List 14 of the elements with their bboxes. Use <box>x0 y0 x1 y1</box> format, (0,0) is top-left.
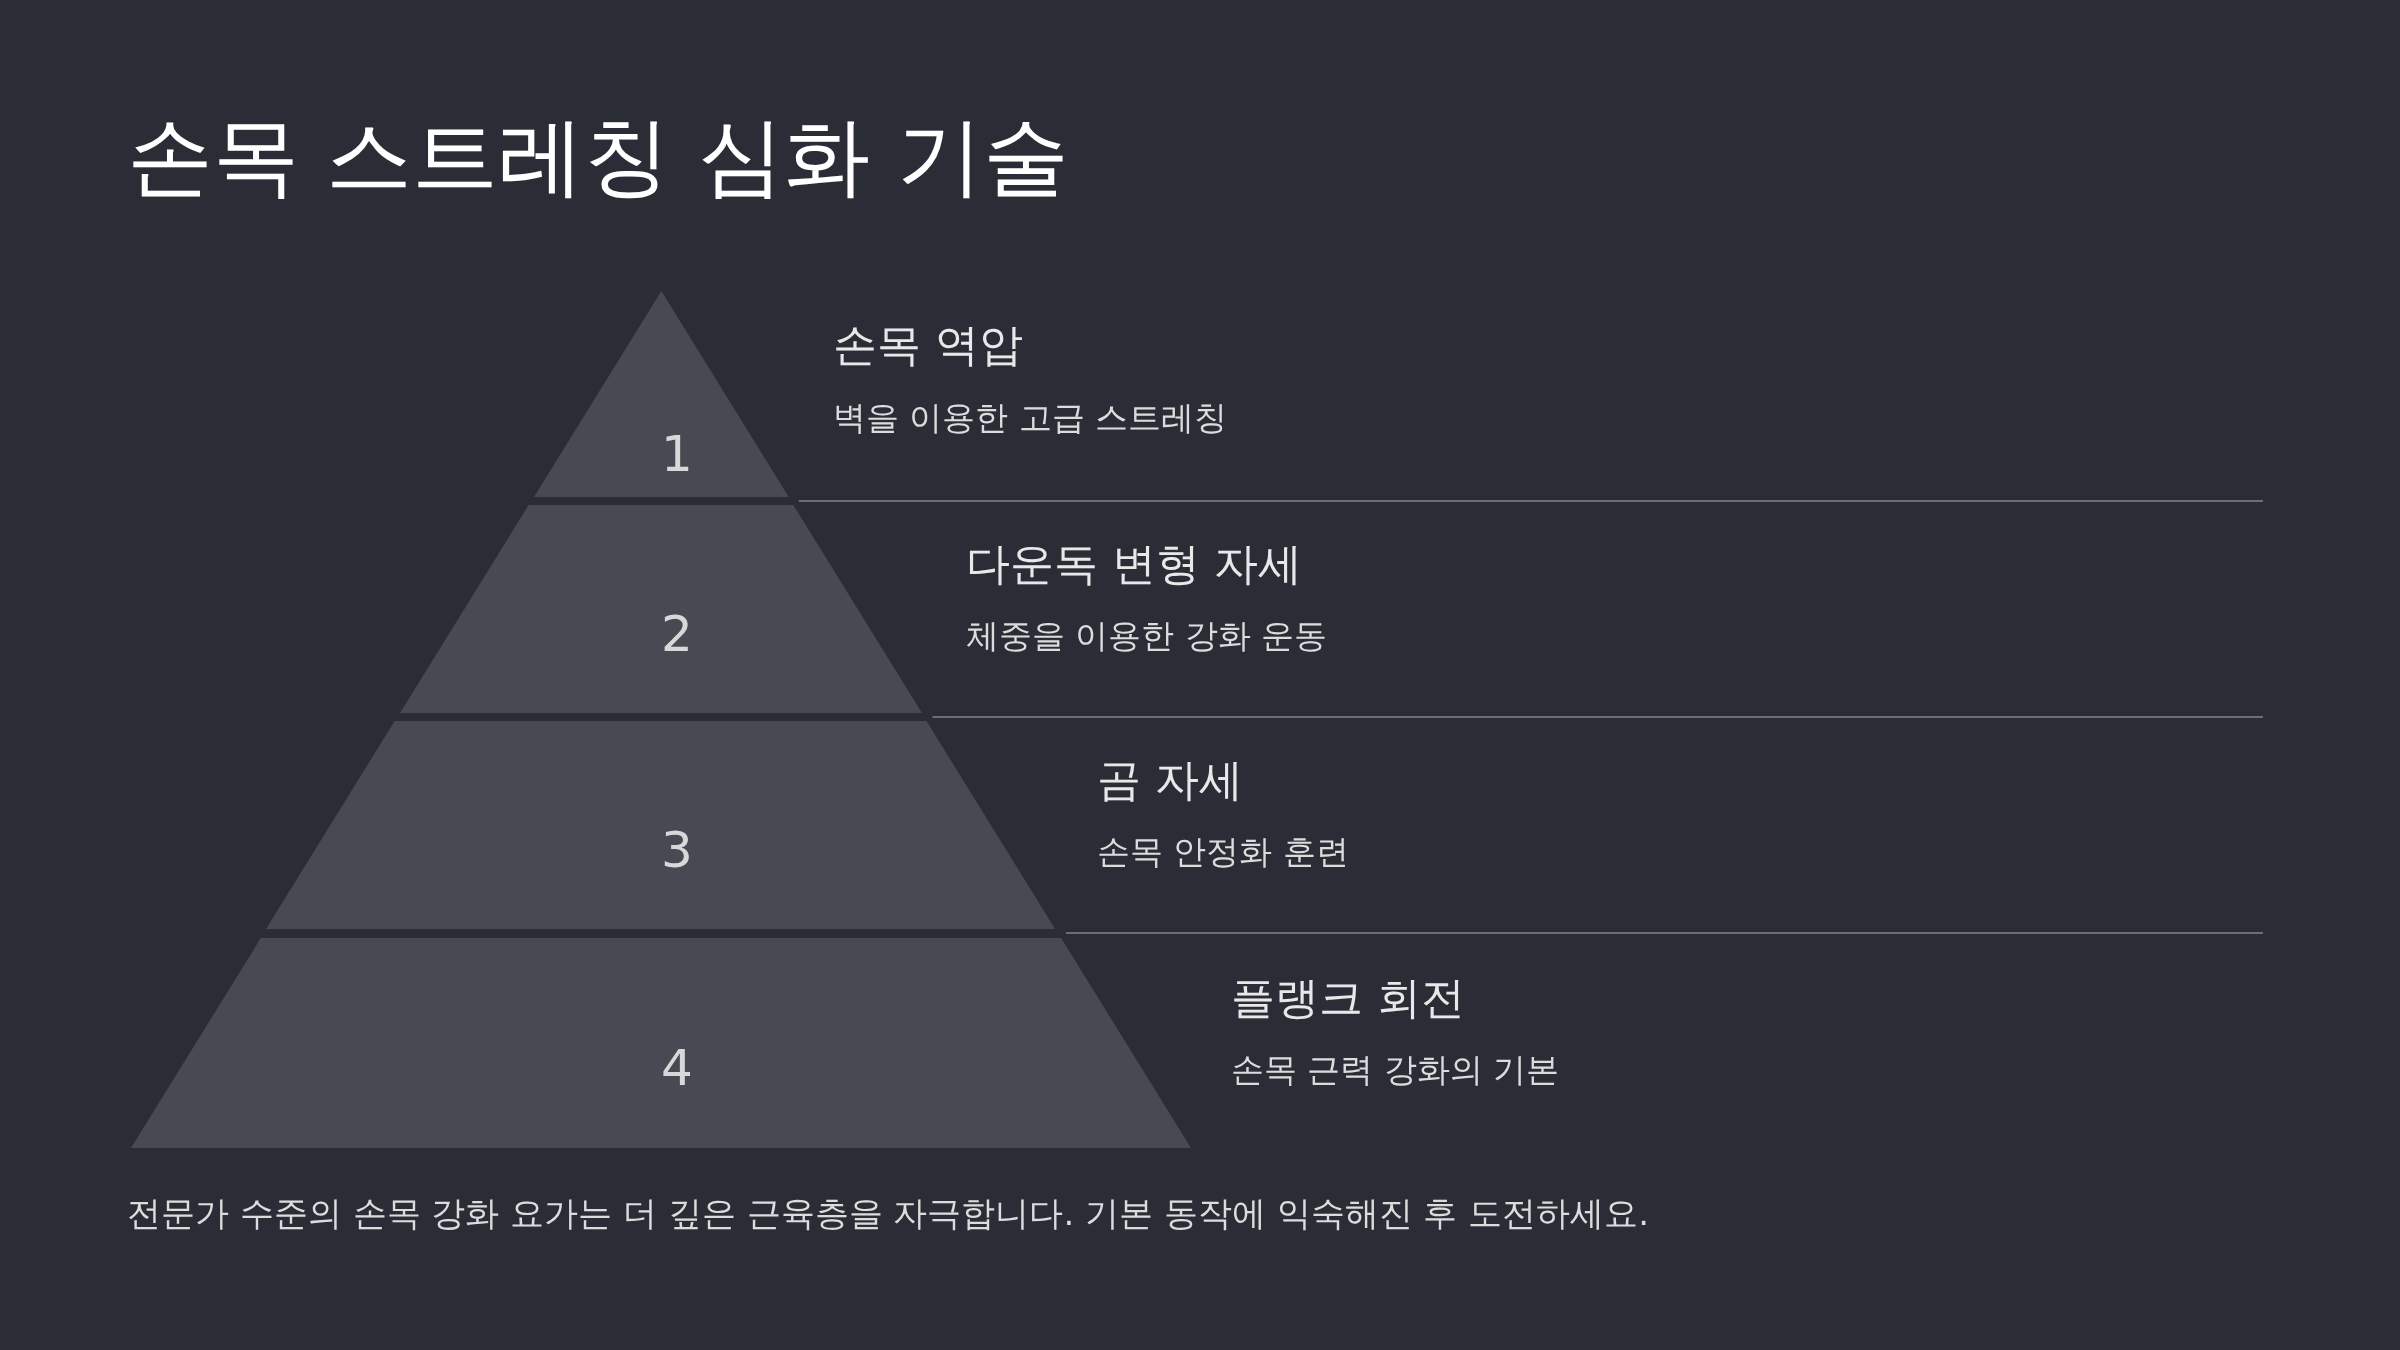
title: 손목 스트레칭 심화 기술 <box>127 105 1069 208</box>
step-heading: 곰 자세 <box>1097 754 1243 807</box>
tier-number: 3 <box>661 825 693 875</box>
tier-number: 2 <box>661 609 693 659</box>
step-heading: 플랭크 회전 <box>1231 972 1465 1025</box>
tier-number: 1 <box>661 429 693 479</box>
step-description: 체중을 이용한 강화 운동 <box>966 616 1328 656</box>
step-description: 벽을 이용한 고급 스트레칭 <box>833 398 1228 438</box>
step-heading: 손목 역압 <box>833 319 1023 372</box>
step-heading: 다운독 변형 자세 <box>966 538 1302 591</box>
tier-number: 4 <box>661 1043 693 1093</box>
caption: 전문가 수준의 손목 강화 요가는 더 깊은 근육층을 자극합니다. 기본 동작에 익숙해진 후 도전하세요. <box>127 1192 1650 1235</box>
step-description: 손목 안정화 훈련 <box>1097 832 1349 872</box>
step-description: 손목 근력 강화의 기본 <box>1231 1050 1560 1090</box>
